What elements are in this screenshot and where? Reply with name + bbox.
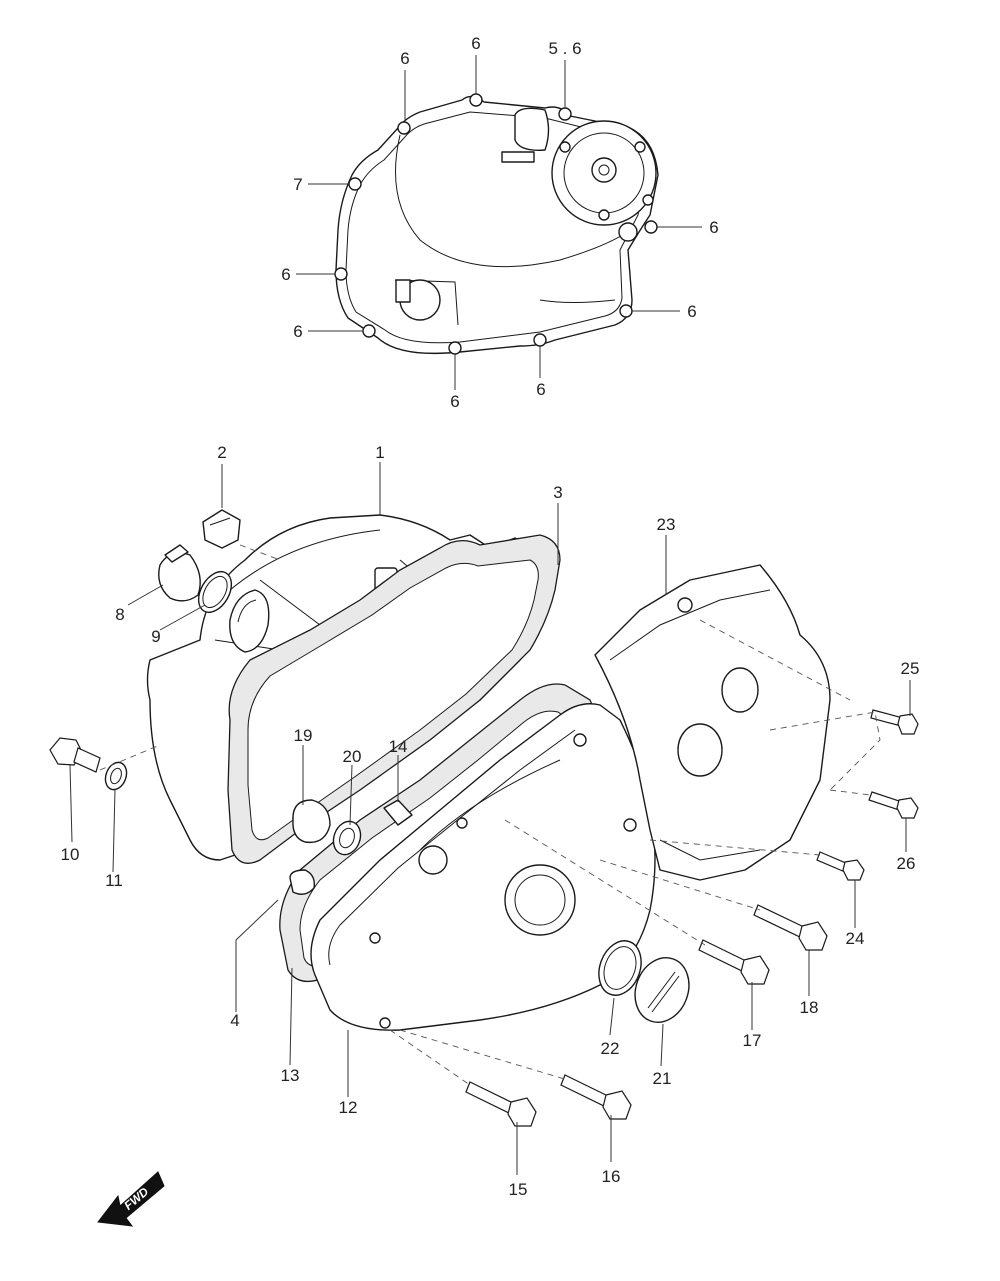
callout-6: 6 [400,49,409,68]
inspection-cap-21 [634,957,690,1023]
bolt-15 [465,1081,537,1127]
callout-11: 11 [105,871,123,890]
callout-25: 25 [901,659,920,678]
callout-13: 13 [281,1066,300,1085]
fwd-arrow-icon: FWD [97,1171,165,1227]
o-ring-22 [598,940,642,996]
bolt-25 [870,709,919,735]
o-ring-9 [197,571,233,613]
clutch-cover-inner-view [334,93,659,355]
callout-6: 6 [281,265,290,284]
callout-12: 12 [339,1098,358,1117]
callout-labels: 6 6 5 . 6 7 6 6 6 6 6 6 2 1 3 23 8 9 25 … [61,34,920,1199]
callout-15: 15 [509,1180,528,1199]
callout-14: 14 [389,737,408,756]
bolt-24 [816,851,865,881]
bolt-18 [753,904,828,951]
callout-22: 22 [601,1039,620,1058]
outer-cover-12 [310,703,656,1031]
callout-9: 9 [151,627,160,646]
drain-bolt-10 [49,737,101,773]
bottom-leader-lines [69,462,911,1175]
dowel-19 [289,799,331,895]
callout-6: 6 [471,34,480,53]
dowel-pin-14 [383,799,413,826]
callout-16: 16 [602,1167,621,1186]
plug-2 [202,509,241,549]
callout-2: 2 [217,443,226,462]
assembly-dashed-lines [99,544,881,1086]
callout-26: 26 [897,854,916,873]
top-leader-lines [296,55,702,390]
callout-18: 18 [800,998,819,1017]
callout-21: 21 [653,1069,672,1088]
bolt-26 [868,791,919,819]
washer-11 [104,761,128,791]
callout-6: 6 [450,392,459,411]
o-ring-20 [332,820,362,856]
callout-24: 24 [846,929,865,948]
callout-6: 6 [536,380,545,399]
sprocket-shield-23 [594,564,831,881]
callout-1: 1 [375,443,384,462]
callout-6: 6 [687,302,696,321]
callout-10: 10 [61,845,80,864]
callout-8: 8 [115,605,124,624]
callout-20: 20 [343,747,362,766]
callout-4: 4 [230,1011,239,1030]
callout-3: 3 [553,483,562,502]
bolt-16 [560,1074,632,1120]
callout-23: 23 [657,515,676,534]
callout-6: 6 [293,322,302,341]
bolt-17 [698,939,770,985]
callout-6: 6 [709,218,718,237]
callout-7: 7 [293,175,302,194]
callout-17: 17 [743,1031,762,1050]
dipstick-cap-8 [158,544,201,602]
callout-19: 19 [294,726,313,745]
callout-5-6: 5 . 6 [548,39,581,58]
